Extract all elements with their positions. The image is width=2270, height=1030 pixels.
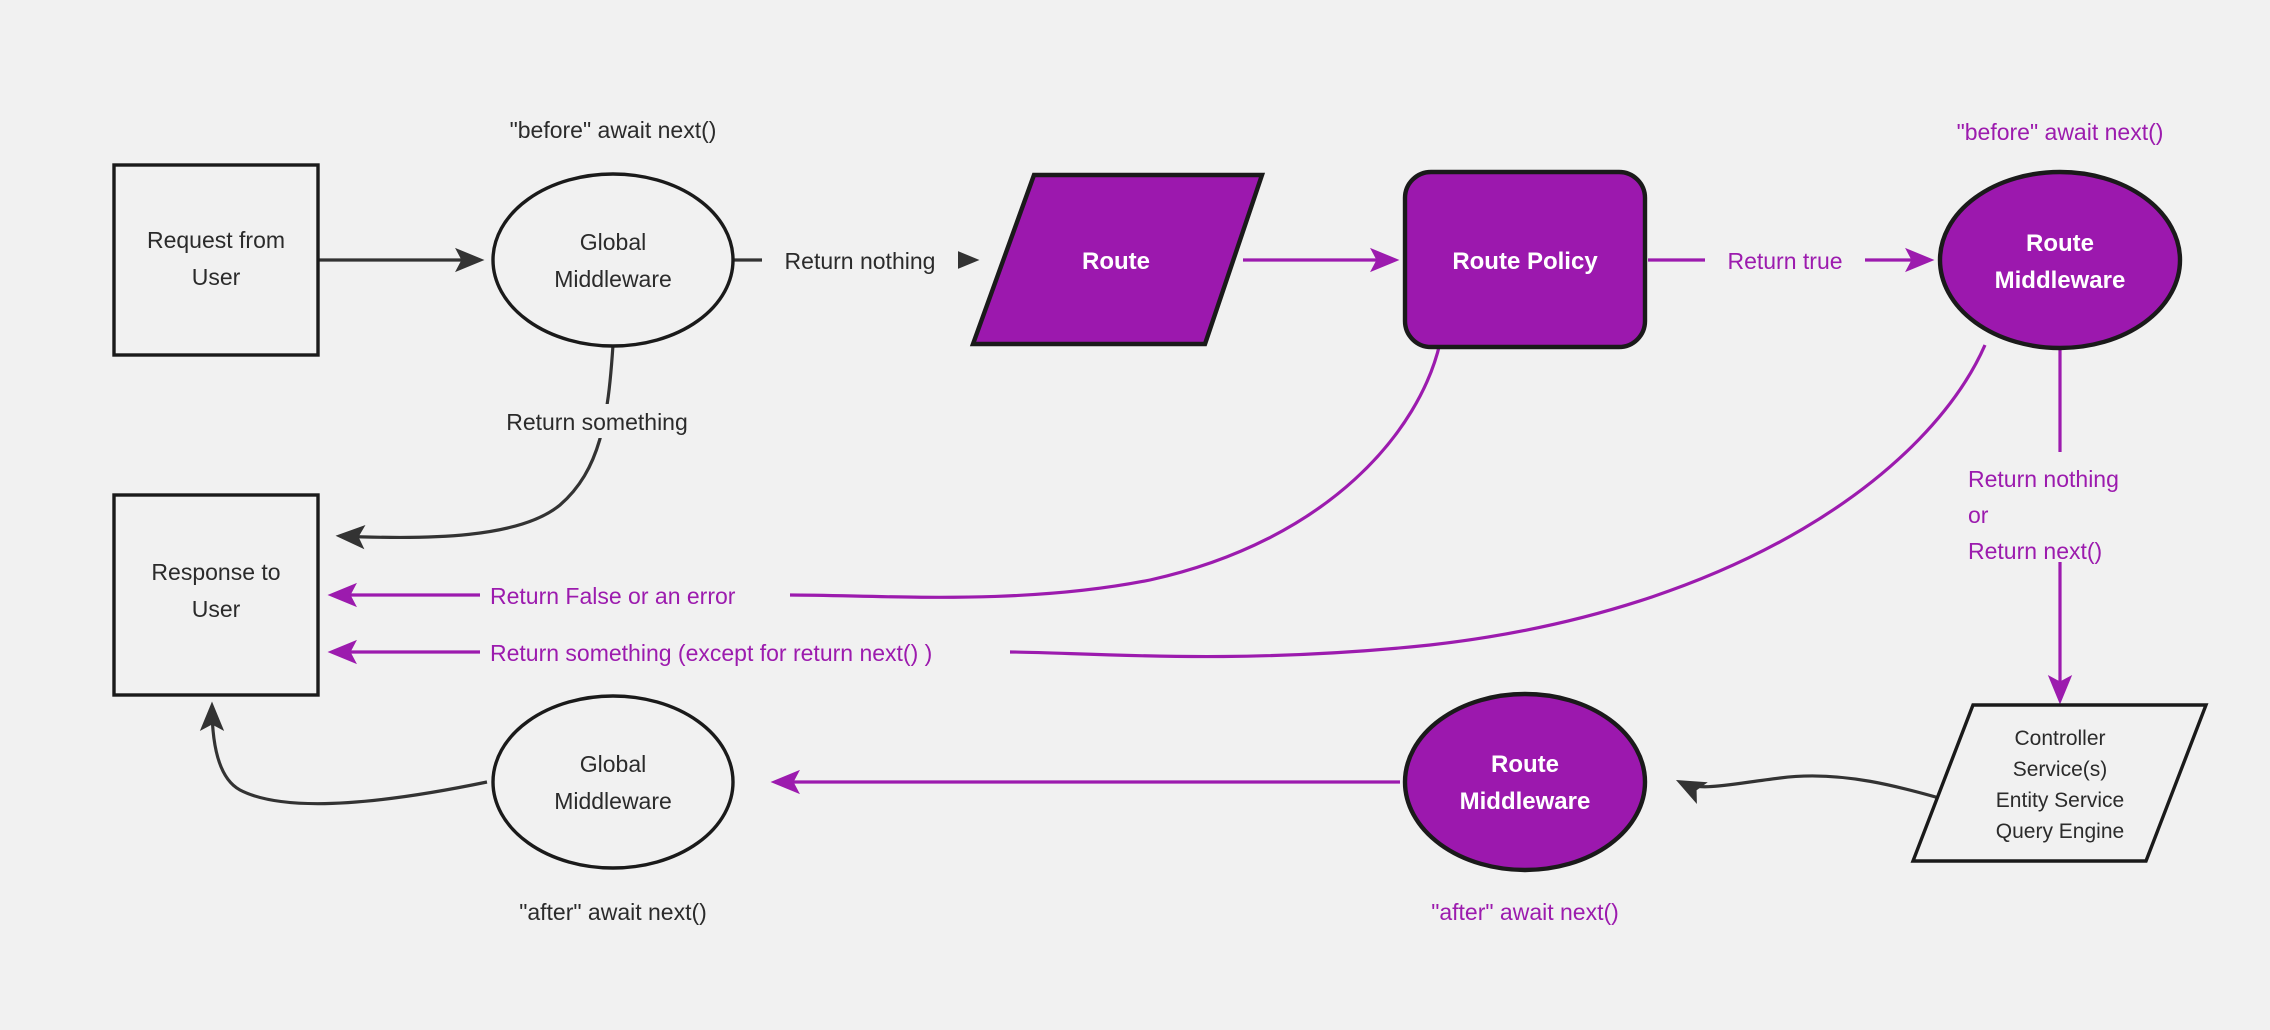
request-from-user-label-line1: Request from <box>147 227 285 253</box>
annotation-after-await-next-purple: "after" await next() <box>1431 899 1619 925</box>
node-global-middleware-bottom[interactable]: Global Middleware <box>491 694 735 870</box>
svg-text:Return true: Return true <box>1727 248 1842 274</box>
edge-global-middleware-bottom-to-response <box>199 701 488 806</box>
global-middleware-bottom-label-line2: Middleware <box>554 788 672 814</box>
annotation-before-await-next-purple: "before" await next() <box>1957 119 2164 145</box>
node-route-policy[interactable]: Route Policy <box>1402 169 1648 350</box>
route-middleware-top-label-line2: Middleware <box>1995 267 2126 294</box>
response-to-user-label-line2: User <box>192 596 241 622</box>
edge-label-return-something-except: Return something (except for return next… <box>484 635 1008 669</box>
controller-label-line1: Controller <box>2014 727 2105 750</box>
annotation-before-await-next-dark: "before" await next() <box>510 117 717 143</box>
annotation-after-await-next-dark: "after" await next() <box>519 899 707 925</box>
route-policy-label: Route Policy <box>1452 248 1598 275</box>
edge-label-return-true: Return true <box>1705 243 1865 277</box>
node-controller-services[interactable]: Controller Service(s) Entity Service Que… <box>1910 703 2209 863</box>
edge-label-return-nothing: Return nothing <box>762 243 958 277</box>
route-middleware-bottom-label-line2: Middleware <box>1460 788 1591 815</box>
request-from-user-label-line2: User <box>192 264 241 290</box>
edge-label-return-something: Return something <box>478 404 716 438</box>
svg-text:Return next(): Return next() <box>1968 538 2102 564</box>
edge-route-policy-return-false <box>789 342 1442 599</box>
edge-route-middleware-return-something <box>1009 344 1987 659</box>
edge-label-return-nothing-or-next: Return nothing or Return next() <box>1962 452 2202 564</box>
controller-label-line2: Service(s) <box>2013 758 2108 781</box>
node-route-middleware-top[interactable]: Route Middleware <box>1937 169 2183 351</box>
node-route[interactable]: Route <box>969 172 1266 347</box>
global-middleware-bottom-label-line1: Global <box>580 751 646 777</box>
svg-text:Return nothing: Return nothing <box>1968 466 2119 492</box>
svg-text:Return False or an error: Return False or an error <box>490 583 736 609</box>
svg-text:or: or <box>1968 502 1989 528</box>
route-middleware-top-label-line1: Route <box>2026 230 2094 257</box>
node-global-middleware-top[interactable]: Global Middleware <box>491 172 735 348</box>
svg-text:Return something: Return something <box>506 409 688 435</box>
node-request-from-user[interactable]: Request from User <box>112 163 320 357</box>
controller-label-line3: Entity Service <box>1996 789 2124 812</box>
controller-label-line4: Query Engine <box>1996 820 2124 843</box>
node-route-middleware-bottom[interactable]: Route Middleware <box>1402 691 1648 873</box>
route-label: Route <box>1082 248 1150 275</box>
response-to-user-label-line1: Response to <box>151 559 280 585</box>
global-middleware-top-label-line1: Global <box>580 229 646 255</box>
svg-text:Return something (except for r: Return something (except for return next… <box>490 640 932 666</box>
svg-text:Return nothing: Return nothing <box>785 248 936 274</box>
node-response-to-user[interactable]: Response to User <box>112 493 320 697</box>
route-middleware-bottom-label-line1: Route <box>1491 751 1559 778</box>
edge-controller-to-route-middleware-bottom <box>1675 774 1964 807</box>
global-middleware-top-label-line2: Middleware <box>554 266 672 292</box>
edge-label-return-false-or-error: Return False or an error <box>484 578 790 612</box>
